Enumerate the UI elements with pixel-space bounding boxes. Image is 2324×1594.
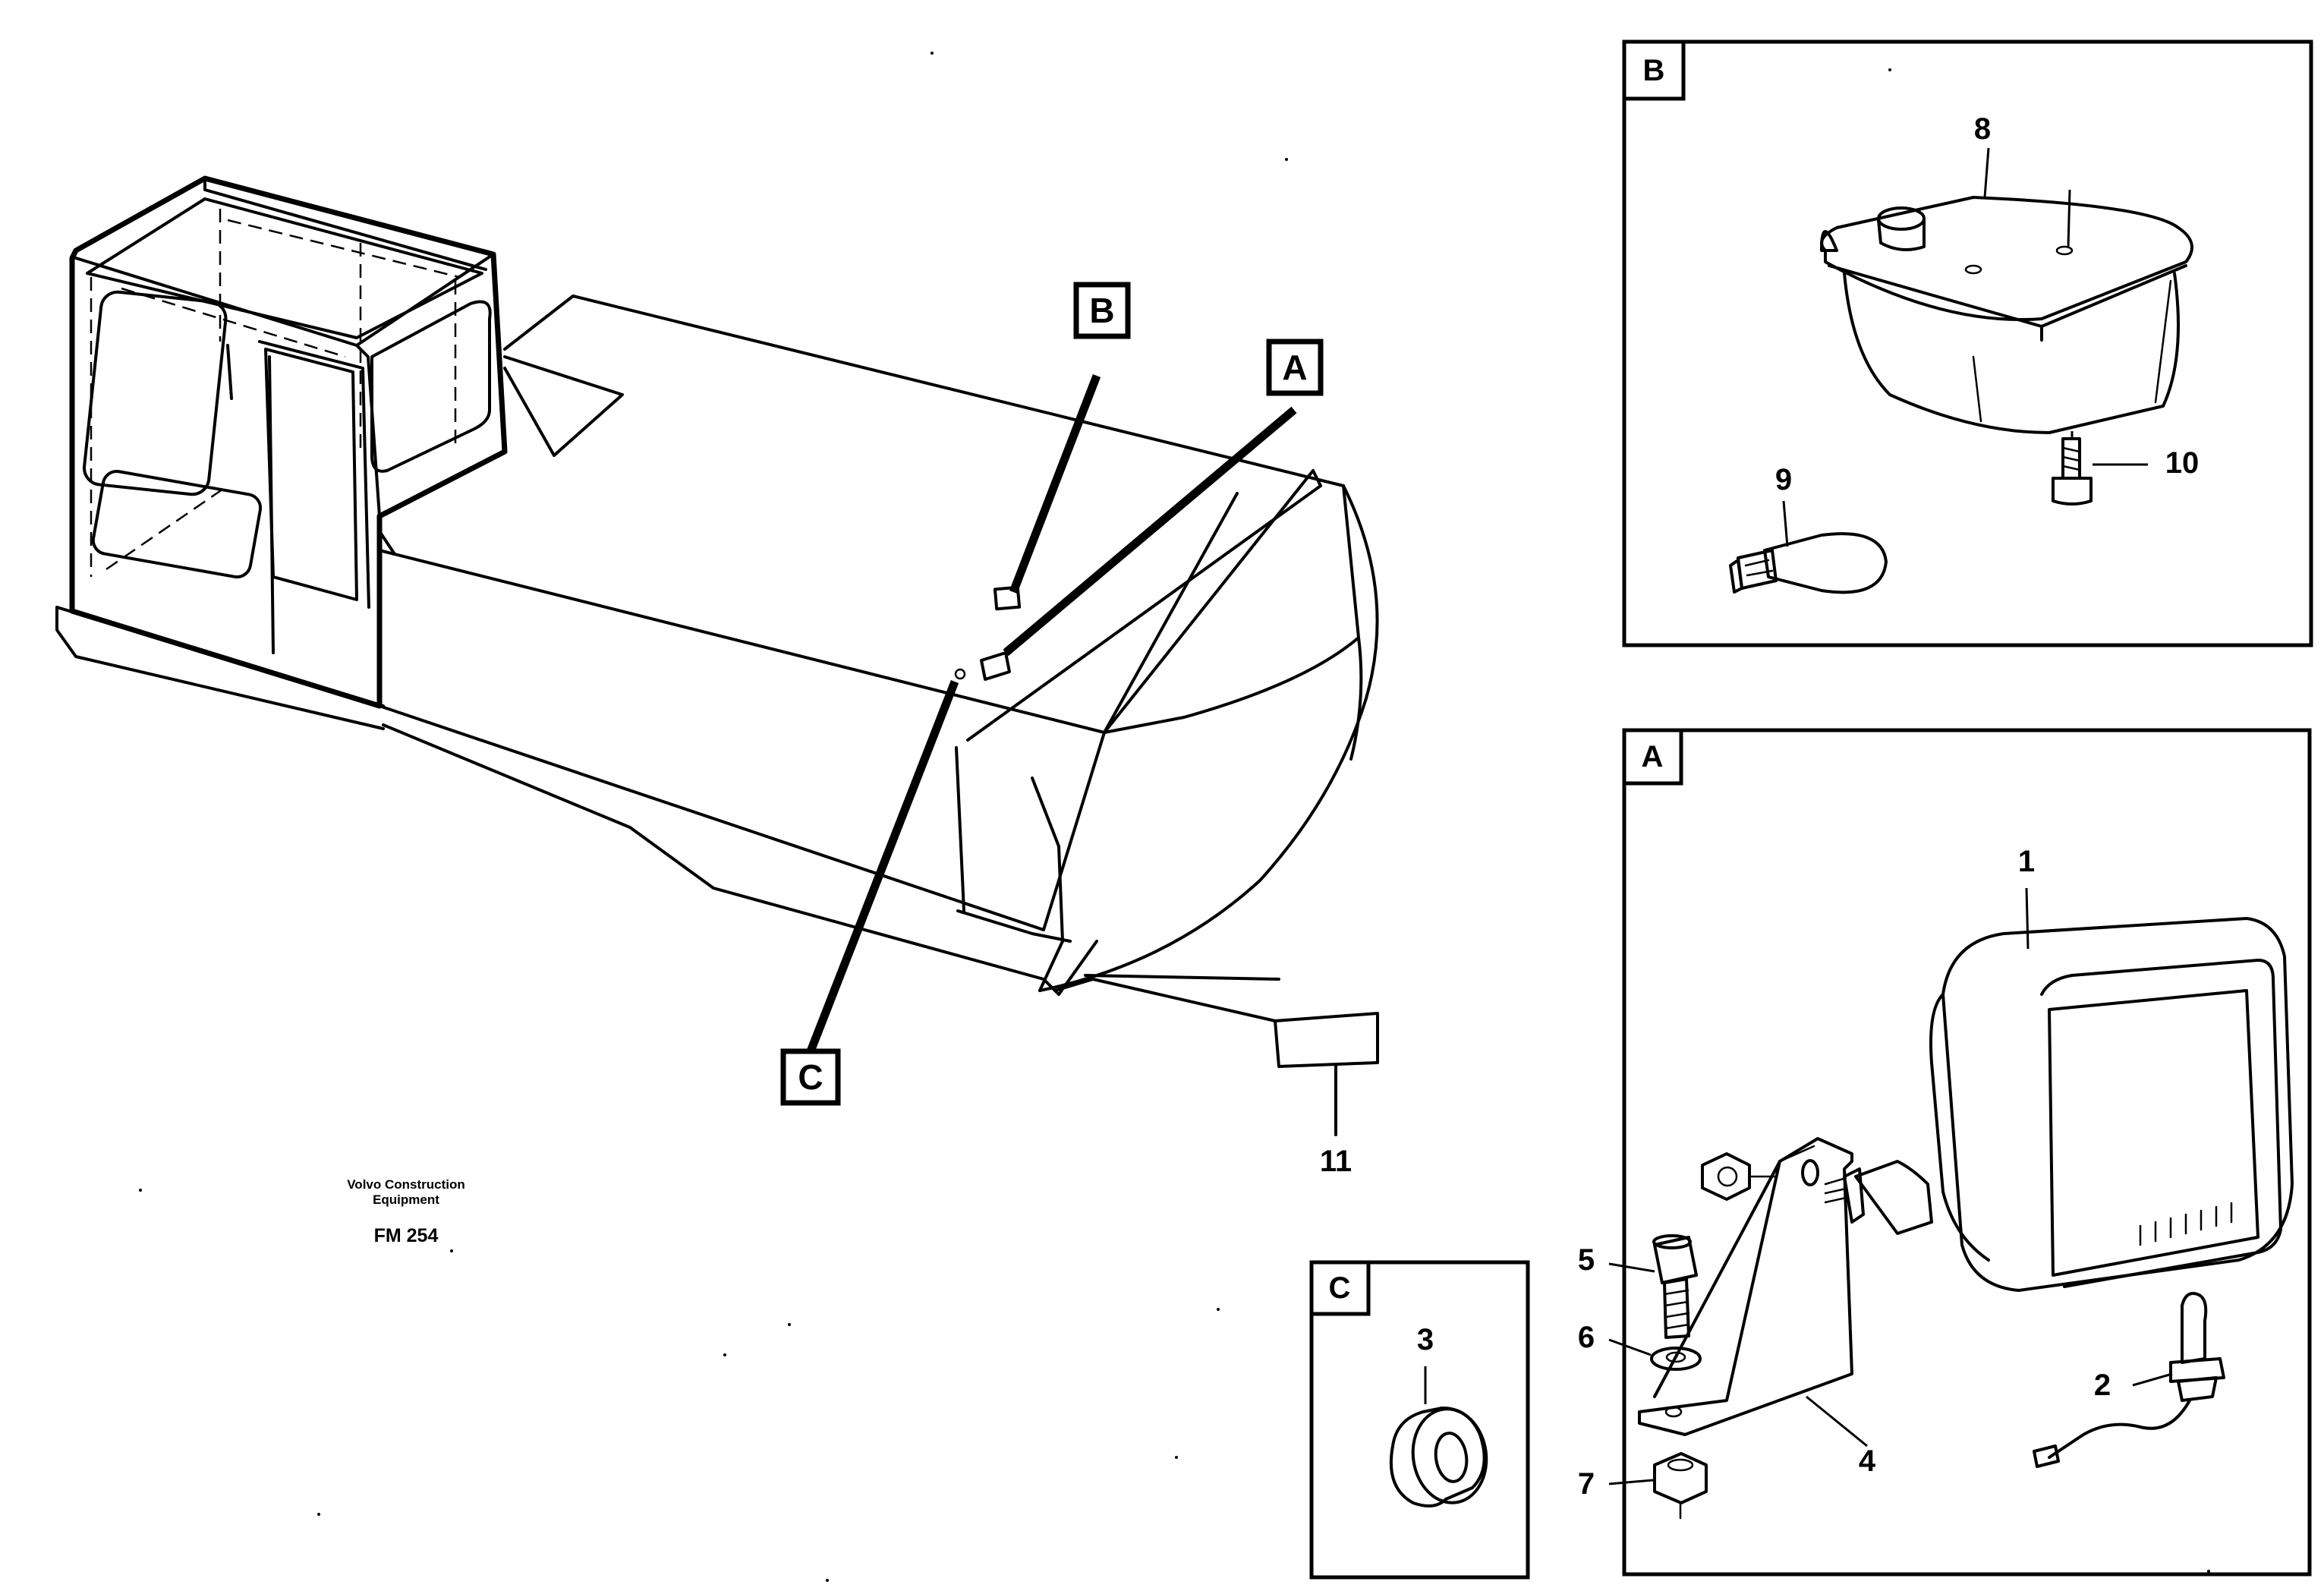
figure-code: FM 254 [374, 1225, 439, 1246]
part-number-7: 7 [1578, 1467, 1595, 1501]
part-number-8: 8 [1974, 112, 1991, 146]
part-number-6: 6 [1578, 1321, 1595, 1354]
machine-drawing [55, 175, 1379, 1136]
part-number-5: 5 [1578, 1243, 1595, 1277]
manufacturer-line-1: Volvo Construction [347, 1177, 465, 1192]
panel-a-tag: A [1642, 740, 1664, 773]
panel-b-tag: B [1643, 54, 1665, 87]
part-number-3: 3 [1417, 1323, 1434, 1356]
part-number-4: 4 [1859, 1444, 1876, 1478]
callout-a: A [1266, 339, 1324, 396]
callout-leaders [806, 374, 1297, 1053]
callout-c: C [780, 1048, 841, 1106]
part-number-2: 2 [2094, 1369, 2111, 1402]
detail-panel-b: B 8 10 9 [1622, 39, 2313, 647]
callout-c-label: C [798, 1057, 823, 1097]
part-number-10: 10 [2165, 446, 2200, 480]
scan-specks [139, 52, 2210, 1582]
detail-panel-a: A 1 4 5 6 [1578, 728, 2312, 1577]
part-number-1: 1 [2018, 845, 2035, 878]
manufacturer-line-2: Equipment [373, 1192, 439, 1207]
callout-a-label: A [1282, 348, 1307, 387]
callout-b: B [1073, 282, 1131, 339]
part-number-9: 9 [1775, 463, 1792, 496]
detail-panel-c: C 3 [1309, 1260, 1530, 1580]
part-number-11: 11 [1320, 1145, 1352, 1178]
callout-b-label: B [1089, 291, 1114, 330]
panel-c-tag: C [1329, 1271, 1351, 1305]
